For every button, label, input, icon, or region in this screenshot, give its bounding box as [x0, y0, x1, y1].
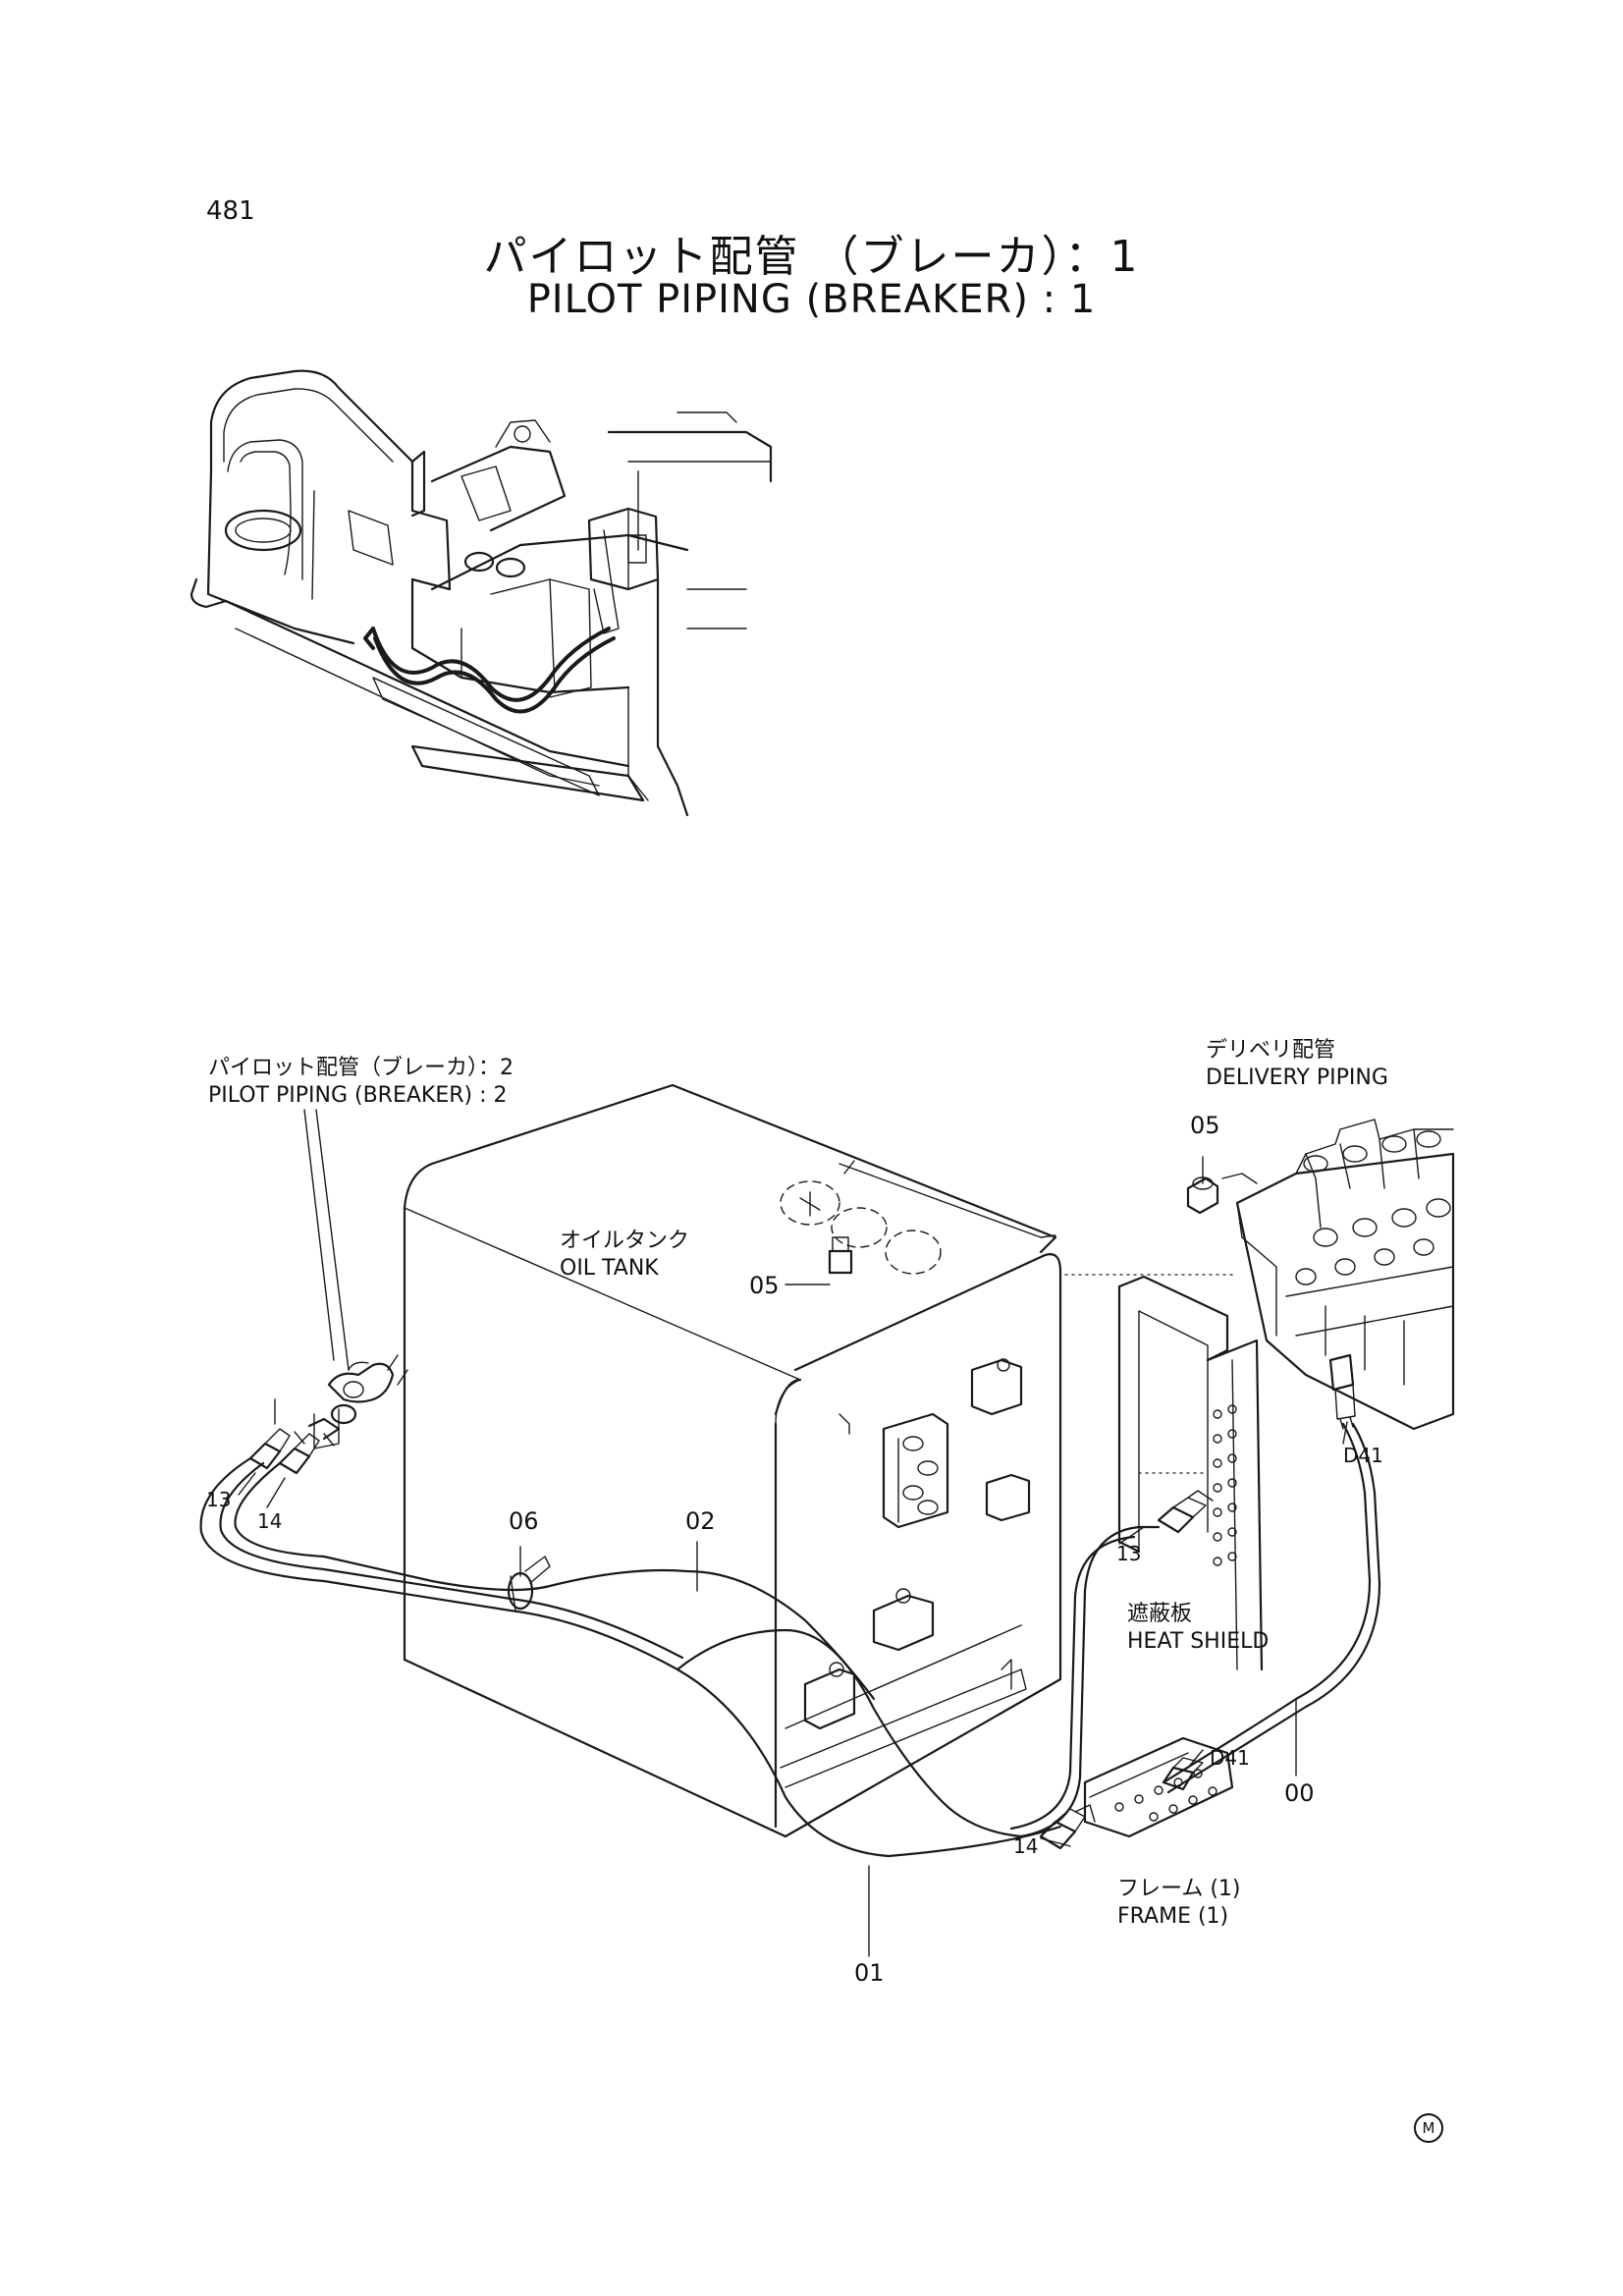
control-valve-block: [1186, 1119, 1455, 1431]
oil-tank-english: OIL TANK: [560, 1256, 659, 1281]
part-number-05-delivery: 05: [1190, 1112, 1220, 1139]
frame-english: FRAME (1): [1117, 1904, 1229, 1929]
oil-tank-japanese: オイルタンク: [560, 1229, 690, 1253]
part-number-06: 06: [509, 1507, 539, 1535]
part-number-01: 01: [854, 1959, 885, 1987]
part-number-13-right: 13: [1116, 1542, 1142, 1565]
left-connectors: [248, 1354, 408, 1475]
heat-shield-english: HEAT SHIELD: [1127, 1629, 1270, 1654]
part-number-05-tank: 05: [749, 1272, 780, 1299]
part-number-d41-lower: D41: [1210, 1746, 1250, 1770]
circled-m-marker: M: [1414, 2113, 1443, 2143]
part-number-02: 02: [685, 1507, 716, 1535]
leader-lines: [238, 1109, 1348, 1957]
title-english: PILOT PIPING (BREAKER) : 1: [526, 277, 1097, 322]
frame-bracket: [1083, 1736, 1234, 1838]
pilot-piping-2-english: PILOT PIPING (BREAKER) : 2: [208, 1083, 508, 1108]
oil-tank-illustration: [403, 1083, 1062, 1838]
title-japanese: パイロット配管 （ブレーカ）：1: [483, 232, 1140, 282]
oil-tank-label: オイルタンク OIL TANK: [560, 1228, 689, 1283]
part-number-14-left: 14: [257, 1509, 283, 1533]
part-number-14-bottom: 14: [1013, 1834, 1039, 1858]
part-number-d41-upper: D41: [1343, 1444, 1383, 1467]
heat-shield: [1117, 1275, 1264, 1671]
connector-14-bottom: [1039, 1804, 1096, 1850]
delivery-piping-label: デリベリ配管 DELIVERY PIPING: [1206, 1037, 1388, 1092]
clamp-06: [507, 1556, 551, 1612]
part-number-00: 00: [1284, 1779, 1315, 1807]
heat-shield-label: 遮蔽板 HEAT SHIELD: [1127, 1601, 1269, 1656]
delivery-piping-japanese: デリベリ配管: [1206, 1038, 1336, 1063]
excavator-overview-illustration: [189, 369, 773, 817]
frame-label: フレーム (1) FRAME (1): [1117, 1876, 1241, 1931]
delivery-piping-english: DELIVERY PIPING: [1206, 1066, 1388, 1090]
part-number-13-left: 13: [206, 1488, 232, 1511]
heat-shield-japanese: 遮蔽板: [1127, 1602, 1193, 1626]
page-number: 481: [206, 196, 255, 226]
pilot-piping-2-label: パイロット配管（ブレーカ）：2 PILOT PIPING (BREAKER) :…: [208, 1055, 514, 1110]
pilot-piping-2-japanese: パイロット配管（ブレーカ）：2: [208, 1056, 514, 1080]
frame-japanese: フレーム (1): [1117, 1877, 1241, 1901]
